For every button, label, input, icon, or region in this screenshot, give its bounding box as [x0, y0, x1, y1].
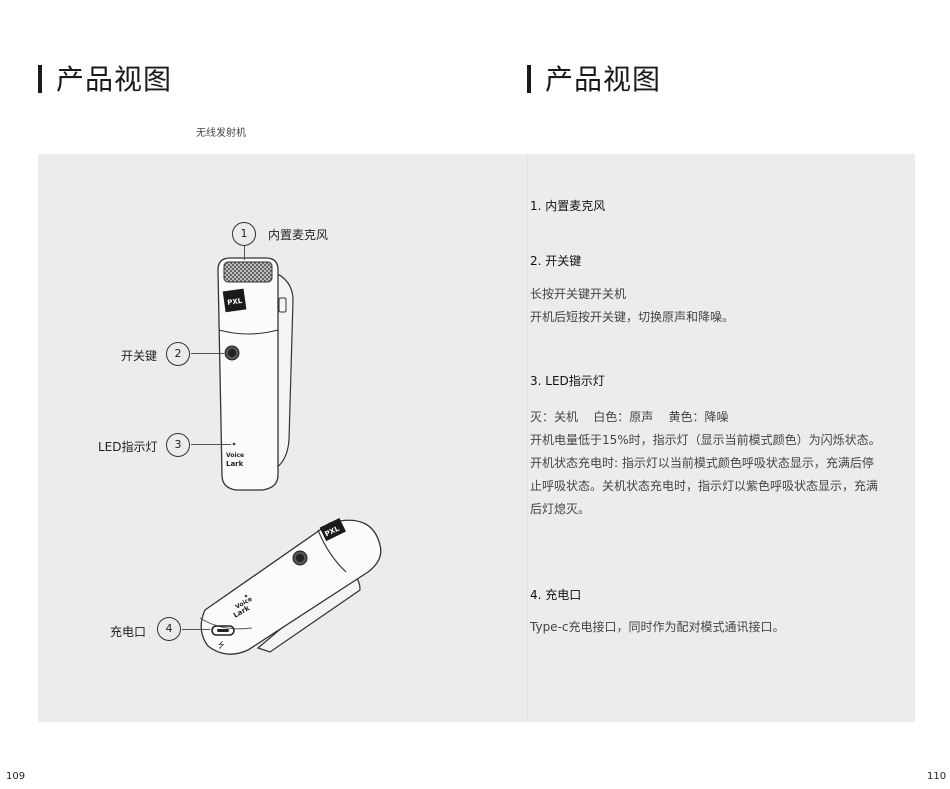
callout-label-3: LED指示灯	[98, 438, 158, 455]
callout-circle-3: 3	[166, 433, 190, 457]
callout-circle-4: 4	[157, 617, 181, 641]
panel-divider	[527, 154, 528, 722]
page-number-right: 110	[927, 771, 946, 782]
page-title-left: 产品视图	[38, 58, 172, 98]
section-4-line-1: Type-c充电接口，同时作为配对模式通讯接口。	[530, 616, 902, 639]
section-3-line-2: 开机电量低于15%时，指示灯（显示当前模式颜色）为闪烁状态。	[530, 429, 902, 452]
page-number-left: 109	[6, 771, 25, 782]
section-heading-1: 1. 内置麦克风	[530, 197, 605, 214]
section-body-4: Type-c充电接口，同时作为配对模式通讯接口。	[530, 616, 902, 639]
page-title-right: 产品视图	[527, 58, 661, 98]
callout-circle-2: 2	[166, 342, 190, 366]
title-bar-right	[527, 65, 531, 93]
section-3-line-5: 后灯熄灭。	[530, 498, 902, 521]
callout-leader-2	[191, 353, 224, 354]
subtitle: 无线发射机	[196, 124, 246, 139]
callout-label-4: 充电口	[110, 623, 146, 640]
section-2-line-1: 长按开关键开关机	[530, 283, 902, 306]
section-body-3: 灭：关机 白色：原声 黄色：降噪 开机电量低于15%时，指示灯（显示当前模式颜色…	[530, 406, 902, 521]
callout-label-1: 内置麦克风	[268, 226, 328, 243]
section-heading-4: 4. 充电口	[530, 586, 581, 603]
section-heading-2: 2. 开关键	[530, 252, 581, 269]
callout-leader-4	[182, 629, 210, 630]
section-2-line-2: 开机后短按开关键，切换原声和降噪。	[530, 306, 902, 329]
section-3-line-4: 止呼吸状态。关机状态充电时，指示灯以紫色呼吸状态显示，充满	[530, 475, 902, 498]
section-body-2: 长按开关键开关机 开机后短按开关键，切换原声和降噪。	[530, 283, 902, 329]
page-title-left-text: 产品视图	[56, 63, 172, 96]
callout-label-2: 开关键	[121, 347, 157, 364]
page-title-right-text: 产品视图	[545, 63, 661, 96]
title-bar-left	[38, 65, 42, 93]
section-3-line-1: 灭：关机 白色：原声 黄色：降噪	[530, 406, 902, 429]
callout-leader-3	[191, 444, 231, 445]
callout-leader-1	[244, 246, 245, 260]
section-heading-3: 3. LED指示灯	[530, 372, 605, 389]
section-3-line-3: 开机状态充电时: 指示灯以当前模式颜色呼吸状态显示，充满后停	[530, 452, 902, 475]
callout-circle-1: 1	[232, 222, 256, 246]
